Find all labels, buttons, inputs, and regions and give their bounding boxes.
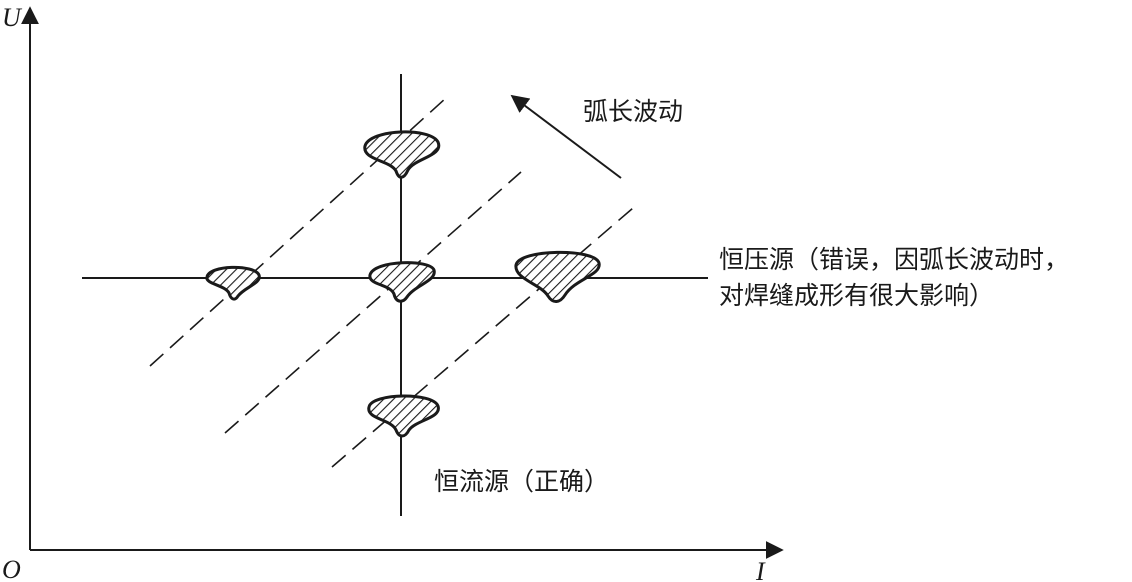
constant-voltage-label-line2: 对焊缝成形有很大影响） <box>719 281 994 310</box>
weld-bead-top <box>363 130 441 179</box>
arc-fluctuation-label: 弧长波动 <box>583 97 683 126</box>
origin-label: O <box>2 555 21 582</box>
x-axis-label: I <box>755 557 766 582</box>
arc-line-short <box>331 207 634 468</box>
y-axis-label: U <box>2 3 23 32</box>
arc-fluctuation-arrow <box>510 94 622 179</box>
constant-voltage-label-line1: 恒压源（错误，因弧长波动时， <box>719 245 1069 274</box>
weld-bead-bottom <box>367 394 440 438</box>
weld-bead-left <box>205 265 261 301</box>
weld-bead-center <box>368 261 436 303</box>
arc-line-medium <box>224 171 522 434</box>
constant-current-label: 恒流源（正确） <box>434 467 609 496</box>
weld-bead-right <box>514 250 601 303</box>
